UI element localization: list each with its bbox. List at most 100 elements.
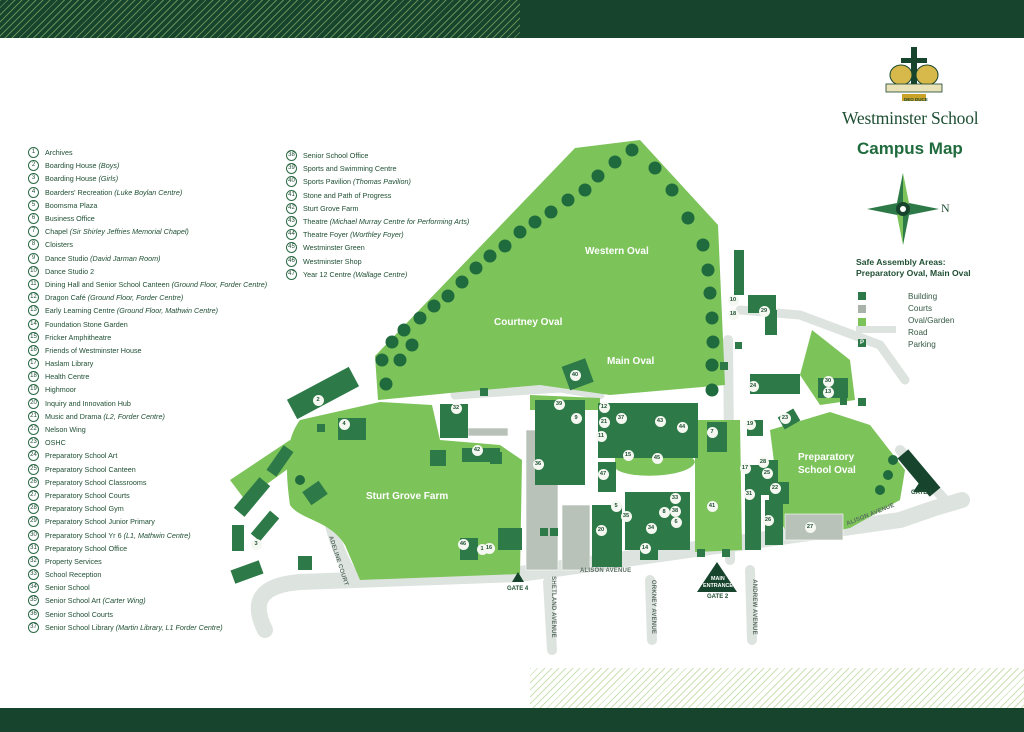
building-number-46[interactable]: 46 [457,538,469,550]
legend-label: Cloisters [45,240,73,249]
courts-swatch [858,305,866,313]
tree-icon [706,335,720,349]
building-number-44[interactable]: 44 [676,421,688,433]
legend-name: Dining Hall and Senior School Canteen [45,279,170,289]
building-number-10[interactable]: 10 [727,294,739,306]
school-name: Westminster School [842,108,979,128]
legend-name: Senior School Office [303,151,369,161]
building-number-8[interactable]: 8 [658,506,670,518]
building-number-3[interactable]: 3 [250,538,262,550]
legend-name: Sports Pavilion [303,177,351,187]
legend-label: Music and Drama (L2, Forder Centre) [45,412,165,421]
tree-icon [561,193,575,207]
archives [498,528,522,550]
tree-icon [393,353,407,367]
farm-court [467,427,509,437]
building-number-26[interactable]: 26 [762,514,774,526]
building-number-25[interactable]: 25 [761,467,773,479]
building-number-29[interactable]: 29 [758,305,770,317]
andrew-avenue-label: ANDREW AVENUE [750,579,757,635]
boarding-girls-3 [232,525,244,551]
legend-name: Chapel [45,227,68,237]
main-entrance-label-2: ENTRANCE [703,583,733,589]
building-number-15[interactable]: 15 [622,449,634,461]
main-oval-label: Main Oval [607,356,655,367]
legend-name: Preparatory School Office [45,543,128,553]
legend-number: 10 [28,265,39,277]
building-number-39[interactable]: 39 [553,398,565,410]
legend-name: Year 12 Centre [303,269,352,279]
building-number-38[interactable]: 38 [669,505,681,517]
building-number-11[interactable]: 11 [595,430,607,442]
building-number-34[interactable]: 34 [645,522,657,534]
legend-number: 36 [28,608,39,620]
western-courtney-main-oval [375,140,725,400]
building-number-1[interactable]: 1 [476,543,488,555]
legend-label: Chapel (Sir Shirley Jeffries Memorial Ch… [45,227,189,236]
building-number-20[interactable]: 20 [595,524,607,536]
legend-number: 40 [286,176,297,188]
building-number-36[interactable]: 36 [532,458,544,470]
building-number-17[interactable]: 17 [739,462,751,474]
legend-name: Health Centre [45,372,90,382]
parking-marker [840,398,847,405]
legend-label: Boarding House (Girls) [45,174,118,183]
chapel-garden [695,420,742,552]
building-number-6[interactable]: 6 [670,516,682,528]
building-number-45[interactable]: 45 [651,452,663,464]
building-number-43[interactable]: 43 [654,415,666,427]
legend-name: Senior School [45,583,90,593]
building-number-22[interactable]: 22 [769,482,781,494]
building-number-31[interactable]: 31 [743,488,755,500]
tree-icon [705,358,719,372]
building-number-28[interactable]: 28 [757,456,769,468]
building-number-14[interactable]: 14 [639,542,651,554]
legend-label: Preparatory School Canteen [45,465,136,474]
building-number-21[interactable]: 21 [598,416,610,428]
building-number-2[interactable]: 2 [312,394,324,406]
building-number-16[interactable]: 16 [483,542,495,554]
building-number-5[interactable]: 5 [610,500,622,512]
building-number-4[interactable]: 4 [338,418,350,430]
legend-label: Inquiry and Innovation Hub [45,399,131,408]
legend-label: Preparatory School Yr 6 (L1, Mathwin Cen… [45,531,191,540]
building-number-7[interactable]: 7 [706,426,718,438]
building-number-42[interactable]: 42 [471,444,483,456]
building-number-37[interactable]: 37 [615,412,627,424]
building-number-24[interactable]: 24 [747,380,759,392]
building-number-40[interactable]: 40 [569,369,581,381]
building-number-30[interactable]: 30 [822,375,834,387]
building-number-12[interactable]: 12 [598,401,610,413]
building-number-18[interactable]: 18 [727,308,739,320]
tree-icon [701,263,715,277]
building-number-41[interactable]: 41 [706,500,718,512]
building-number-47[interactable]: 47 [597,468,609,480]
legend-detail: (Ground Floor, Mathwin Centre) [114,306,218,316]
building-number-13[interactable]: 13 [822,386,834,398]
building-number-19[interactable]: 19 [744,418,756,430]
legend-label: Preparatory School Courts [45,491,130,500]
legend-label: Sports Pavilion (Thomas Pavilion) [303,177,411,186]
building-number-33[interactable]: 33 [669,492,681,504]
building-swatch [858,292,866,300]
building-number-27[interactable]: 27 [804,521,816,533]
legend-name: Preparatory School Classrooms [45,477,147,487]
legend-label: Senior School [45,583,90,592]
building-number-23[interactable]: 23 [779,412,791,424]
legend-name: Early Learning Centre [45,306,115,316]
building-number-9[interactable]: 9 [570,412,582,424]
legend-number: 13 [28,305,39,317]
building-number-35[interactable]: 35 [620,510,632,522]
legend-number: 2 [28,160,39,172]
building-number-32[interactable]: 32 [450,402,462,414]
legend-number: 32 [28,555,39,567]
